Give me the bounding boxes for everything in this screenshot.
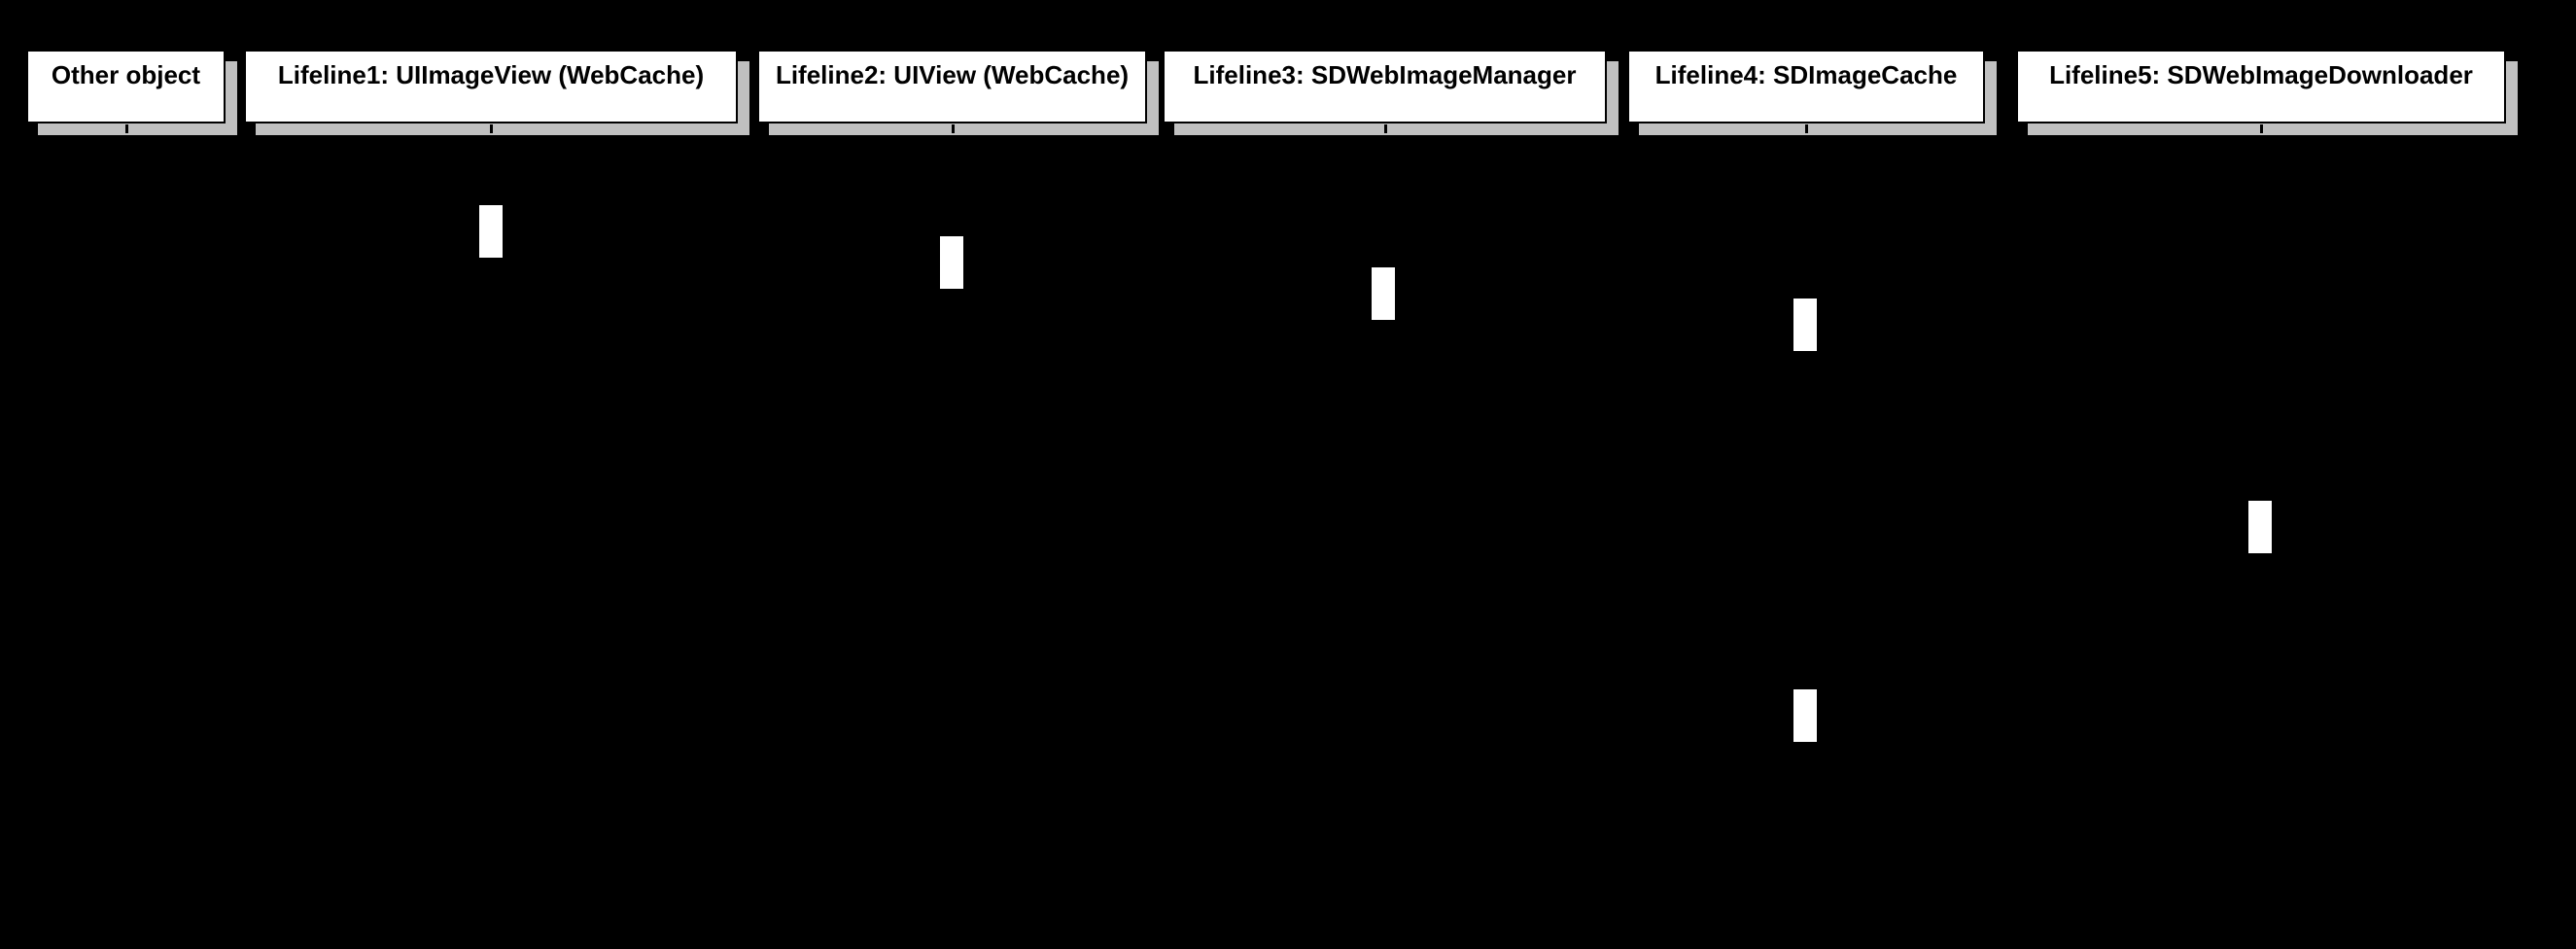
activation-bar-lifeline3	[1372, 267, 1395, 320]
lifeline-start-tick	[2260, 124, 2263, 133]
lifeline-header-box: Lifeline4: SDImageCache	[1627, 50, 1985, 123]
lifeline-header-box: Lifeline1: UIImageView (WebCache)	[244, 50, 738, 123]
lifeline-header-lifeline1: Lifeline1: UIImageView (WebCache)	[244, 50, 749, 135]
lifeline-header-other-object: Other object	[26, 50, 237, 135]
lifeline-label: Lifeline3: SDWebImageManager	[1193, 60, 1577, 89]
lifeline-header-lifeline5: Lifeline5: SDWebImageDownloader	[2016, 50, 2518, 135]
lifeline-start-tick	[124, 124, 128, 133]
lifeline-header-box: Other object	[26, 50, 226, 123]
lifeline-label: Lifeline4: SDImageCache	[1654, 60, 1958, 89]
lifeline-start-tick	[1805, 124, 1808, 133]
activation-bar-lifeline4-second	[1793, 689, 1817, 742]
lifeline-header-box: Lifeline3: SDWebImageManager	[1163, 50, 1607, 123]
activation-bar-lifeline2	[940, 236, 963, 289]
activation-bar-lifeline1	[479, 205, 503, 258]
lifeline-label: Lifeline5: SDWebImageDownloader	[2049, 60, 2473, 89]
lifeline-start-tick	[490, 124, 493, 133]
lifeline-label: Lifeline2: UIView (WebCache)	[775, 60, 1130, 89]
lifeline-header-box: Lifeline5: SDWebImageDownloader	[2016, 50, 2506, 123]
lifeline-header-lifeline4: Lifeline4: SDImageCache	[1627, 50, 1997, 135]
activation-bar-lifeline5	[2248, 501, 2272, 553]
lifeline-label: Lifeline1: UIImageView (WebCache)	[277, 60, 705, 89]
lifeline-header-lifeline3: Lifeline3: SDWebImageManager	[1163, 50, 1619, 135]
lifeline-header-lifeline2: Lifeline2: UIView (WebCache)	[757, 50, 1159, 135]
lifeline-header-box: Lifeline2: UIView (WebCache)	[757, 50, 1147, 123]
lifeline-label: Other object	[51, 60, 201, 89]
lifeline-start-tick	[1383, 124, 1387, 133]
activation-bar-lifeline4	[1793, 299, 1817, 351]
lifeline-start-tick	[951, 124, 955, 133]
